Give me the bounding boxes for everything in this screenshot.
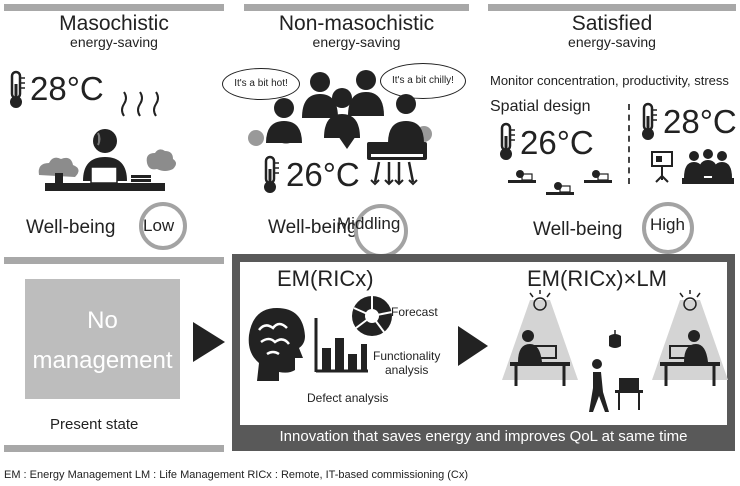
desk-worker-lit-right-icon bbox=[652, 290, 728, 386]
em-title-left: EM(RICx) bbox=[277, 266, 374, 291]
arrow-down-icon bbox=[336, 133, 358, 149]
non-masochistic-title: Non-masochistic energy-saving bbox=[244, 13, 469, 49]
satisfied-wellbeing-ring bbox=[642, 202, 694, 254]
functionality-analysis-label: Functionality analysis bbox=[373, 349, 441, 378]
divider-dashed bbox=[628, 104, 630, 184]
defect-analysis-label: Defect analysis bbox=[307, 391, 389, 405]
pie-chart-icon bbox=[352, 296, 393, 336]
thermometer-icon bbox=[500, 122, 515, 160]
desk-workers-icon bbox=[508, 170, 612, 195]
speech-bubble-chilly: It's a bit chilly! bbox=[380, 63, 466, 99]
em-footer-text: Innovation that saves energy and improve… bbox=[279, 428, 688, 445]
functionality-line-1: Functionality bbox=[373, 349, 441, 363]
mid-bar-left bbox=[4, 257, 224, 264]
legend-text: EM : Energy Management LM : Life Managem… bbox=[4, 469, 469, 481]
masochistic-title: Masochistic energy-saving bbox=[4, 13, 224, 49]
brain-icon bbox=[248, 308, 305, 381]
masochistic-wellbeing-level: Low bbox=[143, 216, 175, 235]
thermometer-icon bbox=[642, 102, 657, 140]
non-masochistic-wellbeing-label: Well-being bbox=[268, 217, 358, 238]
meeting-icon bbox=[651, 149, 734, 184]
satisfied-title: Satisfied energy-saving bbox=[488, 13, 736, 49]
masochistic-title-text: Masochistic bbox=[59, 12, 169, 35]
satisfied-wellbeing-label: Well-being bbox=[533, 219, 623, 240]
air-conditioner-icon bbox=[367, 142, 427, 186]
satisfied-subtitle: energy-saving bbox=[568, 34, 656, 50]
present-state-label: Present state bbox=[50, 416, 139, 433]
top-bar-left bbox=[4, 4, 224, 11]
non-masochistic-temperature: 26°C bbox=[286, 156, 360, 193]
arrow-right-icon bbox=[193, 322, 225, 362]
person-walking-lamp-icon bbox=[589, 330, 643, 412]
office-worker-icon bbox=[38, 129, 176, 191]
forecast-label: Forecast bbox=[391, 305, 438, 319]
no-management-box: No management bbox=[25, 279, 180, 399]
satisfied-temperature-left: 26°C bbox=[520, 124, 594, 161]
masochistic-subtitle: energy-saving bbox=[70, 34, 158, 50]
office-group-icon bbox=[248, 70, 432, 146]
non-masochistic-subtitle: energy-saving bbox=[312, 34, 401, 50]
desk-worker-lit-left-icon bbox=[502, 290, 578, 386]
top-bar-middle bbox=[244, 4, 469, 11]
heat-wave-icon bbox=[121, 91, 159, 117]
satisfied-wellbeing-level: High bbox=[650, 215, 685, 234]
non-masochistic-wellbeing-level: Middling bbox=[337, 214, 401, 233]
satisfied-temperature-right: 28°C bbox=[663, 103, 737, 140]
speech-bubble-hot: It's a bit hot! bbox=[222, 68, 300, 100]
monitor-text: Monitor concentration, productivity, str… bbox=[490, 73, 729, 88]
masochistic-temperature: 28°C bbox=[30, 70, 104, 107]
speech-bubble-chilly-text: It's a bit chilly! bbox=[392, 75, 454, 86]
no-management-text-1: No bbox=[87, 307, 118, 334]
non-masochistic-title-text: Non-masochistic bbox=[278, 12, 435, 35]
spatial-design-label: Spatial design bbox=[490, 98, 591, 115]
no-management-text-2: management bbox=[32, 347, 173, 374]
functionality-line-2: analysis bbox=[385, 362, 429, 377]
masochistic-wellbeing-label: Well-being bbox=[26, 217, 116, 238]
thermometer-icon bbox=[264, 155, 279, 193]
masochistic-wellbeing-ring bbox=[139, 202, 187, 250]
em-title-right: EM(RICx)×LM bbox=[527, 266, 667, 291]
top-bar-right bbox=[488, 4, 736, 11]
bottom-bar-left bbox=[4, 445, 224, 452]
speech-bubble-hot-text: It's a bit hot! bbox=[234, 78, 288, 89]
bar-chart-icon bbox=[314, 318, 368, 373]
satisfied-title-text: Satisfied bbox=[571, 12, 653, 35]
thermometer-icon bbox=[10, 70, 25, 108]
arrow-right-icon bbox=[458, 326, 488, 366]
